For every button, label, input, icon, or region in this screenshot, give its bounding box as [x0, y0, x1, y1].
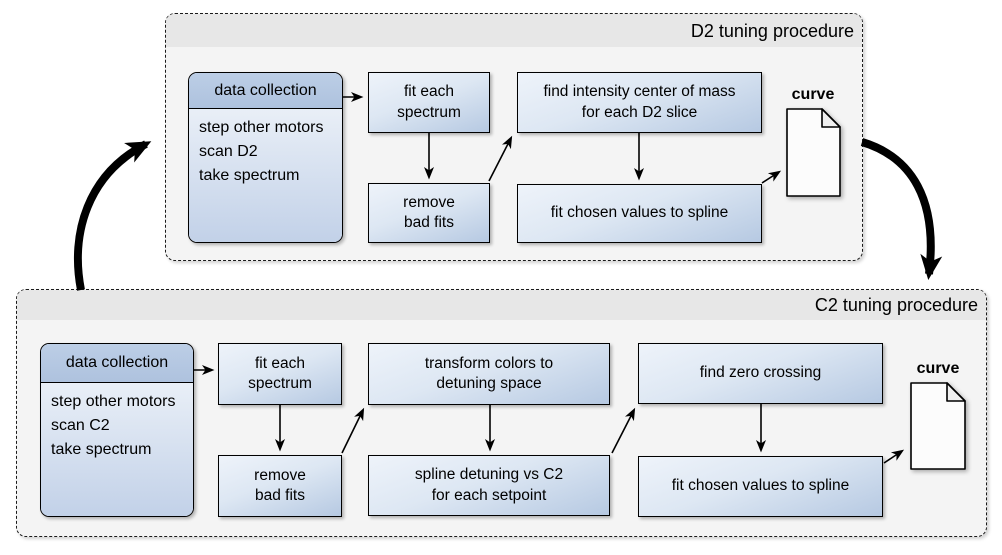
d2-center-of-mass-node: find intensity center of mass for each D… [517, 72, 762, 133]
d2-curve-document-icon [785, 108, 841, 197]
c2-remove-bad-fits-node: remove bad fits [218, 455, 342, 517]
c2-spline-detuning-node: spline detuning vs C2 for each setpoint [368, 455, 610, 516]
d2-data-collection-node: data collection step other motors scan D… [188, 72, 343, 243]
d2-panel-title: D2 tuning procedure [690, 20, 854, 41]
d2-remove-bad-fits-node: remove bad fits [368, 183, 490, 243]
c2-to-d2-loop-arrow [74, 140, 152, 291]
d2-to-c2-arrow [860, 138, 943, 280]
c2-panel-title-bar: C2 tuning procedure [17, 290, 986, 320]
c2-data-collection-body: step other motors scan C2 take spectrum [41, 383, 193, 516]
c2-data-collection-header: data collection [41, 344, 193, 383]
d2-curve-label: curve [791, 86, 835, 103]
c2-transform-colors-node: transform colors to detuning space [368, 343, 610, 405]
d2-data-collection-body: step other motors scan D2 take spectrum [189, 109, 342, 242]
d2-curve-output: curve [782, 86, 844, 197]
d2-fit-each-spectrum-node: fit each spectrum [368, 72, 490, 133]
d2-fit-spline-node: fit chosen values to spline [517, 184, 762, 243]
c2-fit-spline-node: fit chosen values to spline [638, 456, 883, 517]
c2-curve-output: curve [907, 360, 969, 470]
c2-panel-title: C2 tuning procedure [814, 295, 978, 315]
c2-zero-crossing-node: find zero crossing [638, 343, 883, 404]
c2-fit-each-spectrum-node: fit each spectrum [218, 343, 342, 405]
c2-curve-document-icon [910, 382, 966, 470]
c2-curve-label: curve [916, 360, 960, 377]
d2-data-collection-header: data collection [189, 73, 342, 109]
c2-data-collection-node: data collection step other motors scan C… [40, 343, 194, 517]
d2-panel-title-bar: D2 tuning procedure [166, 14, 862, 47]
